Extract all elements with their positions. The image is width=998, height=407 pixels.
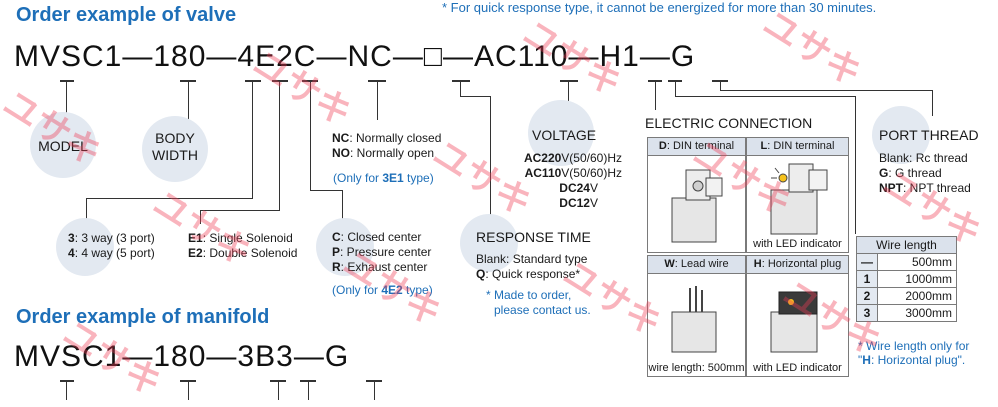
conn-w-header: W: Lead wire (648, 256, 745, 274)
conn-l-caption: with LED indicator (753, 238, 842, 250)
quick-response-note: * For quick response type, it cannot be … (442, 0, 877, 15)
code-type: 4E2C (237, 40, 317, 73)
nc-options: NC: Normally closed NO: Normally open (332, 131, 442, 160)
wire-length-note: * Wire length only for "H: Horizontal pl… (858, 339, 970, 367)
watermark: ユサキ (146, 182, 260, 275)
din-terminal-led-icon (770, 163, 828, 235)
conn-h-caption: with LED indicator (753, 362, 842, 374)
conn-l-box: L: DIN terminal with LED indicator (746, 137, 849, 253)
conn-h-header: H: Horizontal plug (747, 256, 848, 274)
code-body-width: 180 (153, 40, 207, 73)
way-circle (56, 218, 114, 276)
voltage-label: VOLTAGE (532, 127, 597, 143)
port-options: Blank: Rc thread G: G thread NPT: NPT th… (879, 151, 971, 195)
conn-w-box: W: Lead wire wire length: 500mm (647, 255, 746, 377)
code-nc: NC (347, 40, 393, 73)
port-circle (872, 106, 930, 164)
code-model: MVSC1 (14, 40, 123, 73)
wire-length-header: Wire length (856, 236, 957, 254)
center-options: C: Closed center P: Pressure center R: E… (332, 230, 432, 274)
port-label: PORT THREAD (879, 127, 979, 143)
voltage-circle (528, 100, 594, 166)
center-circle (316, 218, 374, 276)
manifold-order-code: MVSC1—180—3B3—G (14, 340, 350, 373)
solenoid-options: E1: Single Solenoid E2: Double Solenoid (188, 231, 298, 260)
conn-w-caption: wire length: 500mm (648, 362, 745, 374)
din-terminal-icon (671, 169, 723, 243)
body-width-circle (142, 116, 208, 182)
table-row: —500mm (856, 253, 957, 271)
way-options: 3: 3 way (3 port) 4: 4 way (5 port) (68, 231, 155, 260)
valve-section-title: Order example of valve (16, 4, 237, 26)
model-circle (30, 112, 96, 178)
response-label: RESPONSE TIME (476, 229, 591, 245)
code-port: G (670, 40, 696, 73)
conn-h-box: H: Horizontal plug with LED indicator (746, 255, 849, 377)
response-note: * Made to order, please contact us. (486, 288, 591, 317)
conn-d-header: D: DIN terminal (648, 138, 745, 156)
code-electric: H1 (599, 40, 640, 73)
conn-d-box: D: DIN terminal (647, 137, 746, 253)
code-response: □ (423, 40, 443, 73)
voltage-options: AC220V(50/60)Hz AC110V(50/60)Hz DC24V DC… (523, 151, 622, 210)
valve-order-code: MVSC1—180—4E2C—NC—□—AC110—H1—G (14, 40, 696, 73)
electric-label: ELECTRIC CONNECTION (645, 115, 813, 131)
model-label: MODEL (38, 138, 88, 154)
response-options: Blank: Standard type Q: Quick response* (476, 252, 588, 281)
response-circle (460, 214, 518, 272)
manifold-section-title: Order example of manifold (16, 306, 270, 328)
code-voltage: AC110 (473, 40, 569, 73)
nc-note: (Only for 3E1 type) (333, 171, 434, 185)
horizontal-plug-icon (770, 291, 818, 353)
conn-l-header: L: DIN terminal (747, 138, 848, 156)
lead-wire-icon (671, 286, 717, 353)
center-note: (Only for 4E2 type) (332, 283, 433, 297)
